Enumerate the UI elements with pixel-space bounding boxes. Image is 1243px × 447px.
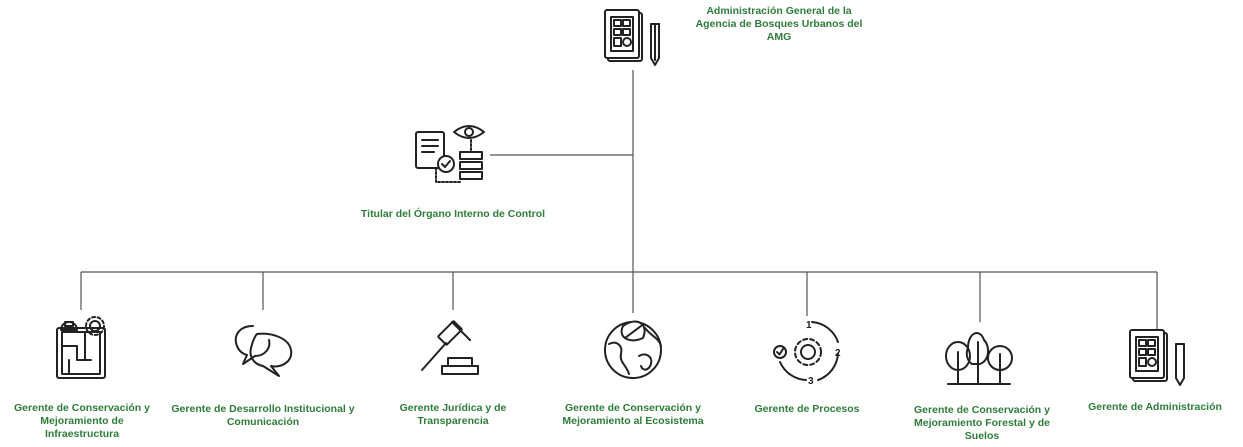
- top-position-label: Administración General de la Agencia de …: [695, 5, 863, 43]
- svg-text:3: 3: [808, 376, 814, 387]
- manager-label-3: Gerente Jurídica y de Transparencia: [399, 402, 507, 427]
- blueprint-gears-icon: [56, 316, 106, 379]
- calculator-document-icon: [604, 9, 660, 66]
- manager-label-7: Gerente de Administración: [1088, 401, 1222, 413]
- manager-label-5: Gerente de Procesos: [754, 403, 860, 415]
- connector-lines: [80, 70, 1158, 330]
- manager-label-2: Gerente de Desarrollo Institucional y Co…: [171, 403, 355, 428]
- manager-label-1: Gerente de Conservación y Mejoramiento d…: [14, 402, 150, 440]
- process-cycle-gear-icon: 1 2 3: [773, 320, 841, 387]
- gavel-icon: [421, 320, 479, 375]
- svg-text:1: 1: [806, 320, 812, 331]
- calculator-document-icon: [1129, 329, 1185, 386]
- audit-document-eye-icon: [415, 125, 485, 183]
- control-position-label: Titular del Órgano Interno de Control: [360, 208, 546, 220]
- globe-leaf-icon: [604, 320, 662, 379]
- manager-label-4: Gerente de Conservación y Mejoramiento a…: [562, 402, 704, 427]
- trees-icon: [945, 332, 1013, 385]
- manager-label-6: Gerente de Conservación y Mejoramiento F…: [914, 404, 1050, 442]
- svg-text:2: 2: [835, 348, 841, 359]
- chat-bubbles-icon: [234, 325, 293, 377]
